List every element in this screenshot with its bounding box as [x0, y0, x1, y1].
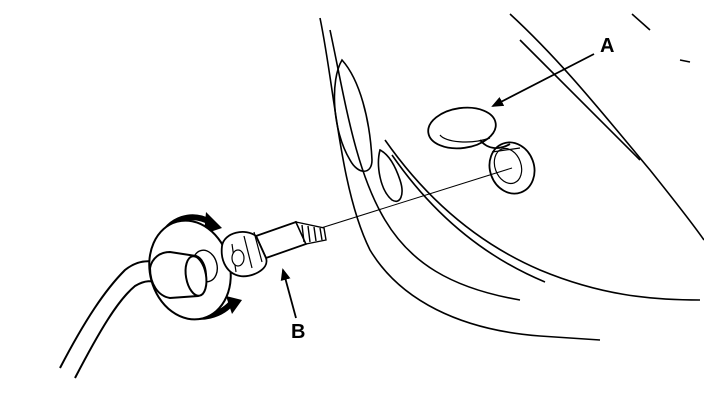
- clip-ring: [488, 141, 536, 195]
- callout-a: A: [600, 35, 614, 57]
- tool-handle: [59, 260, 161, 379]
- clip-hinge: [479, 139, 511, 149]
- body-panel: [319, 13, 704, 341]
- adapter-b: [220, 220, 327, 278]
- tool-collar: [148, 219, 232, 321]
- clip-a: [427, 106, 536, 195]
- callout-b: B: [291, 321, 305, 343]
- leader-arrow-a: [491, 53, 595, 107]
- leader-arrow-b: [280, 268, 297, 319]
